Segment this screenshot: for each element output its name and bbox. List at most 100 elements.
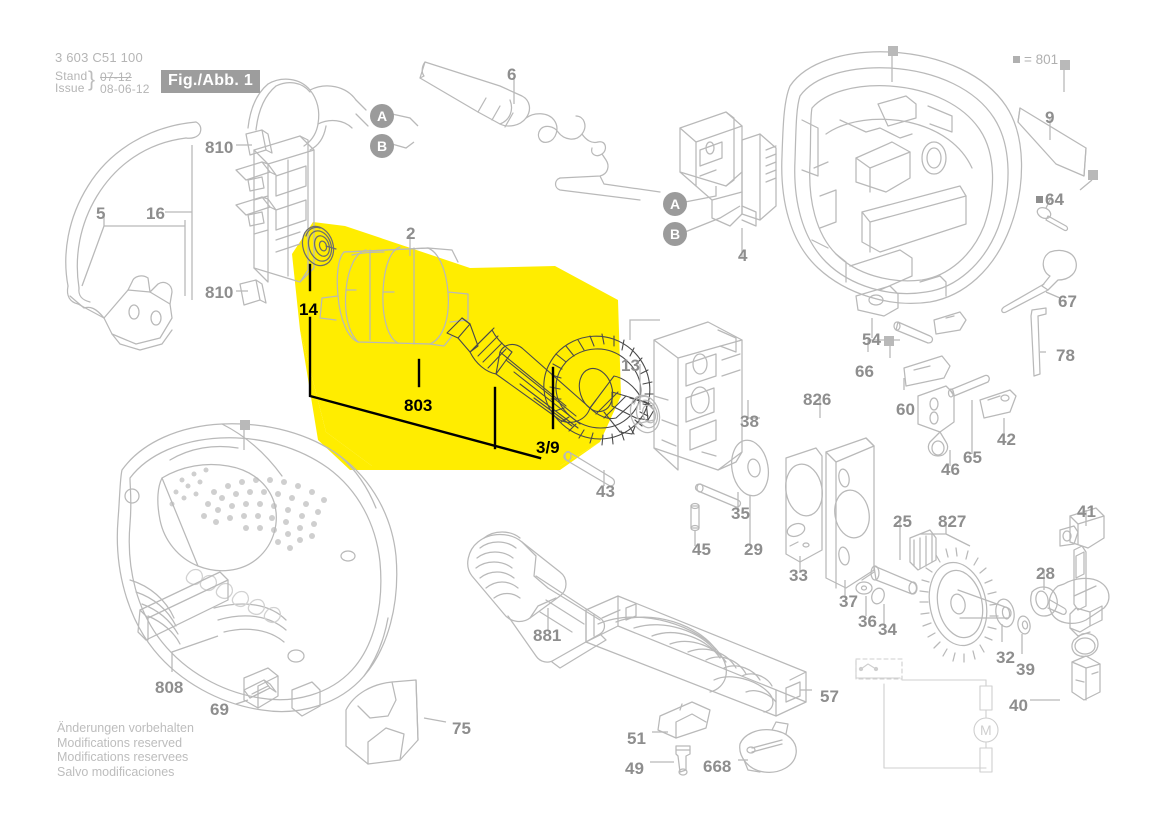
- part-54-cover: [855, 285, 899, 317]
- part-29-washer: [730, 439, 770, 497]
- part-label-35: 35: [731, 504, 750, 523]
- part-43-pin: [563, 450, 616, 487]
- part-label-13: 13: [621, 356, 640, 375]
- part-label-33: 33: [789, 566, 808, 585]
- part-label-40: 40: [1009, 696, 1028, 715]
- part-label-65: 65: [963, 448, 982, 467]
- part-label-57: 57: [820, 687, 839, 706]
- part-32-washer: [995, 598, 1015, 628]
- part-808-cover-strip: [137, 571, 229, 641]
- part-46-lever: [917, 385, 955, 457]
- part-label-66: 66: [855, 362, 874, 381]
- disclaimer-text: Änderungen vorbehalten Modifications res…: [57, 721, 194, 779]
- part-36-washer: [871, 587, 885, 605]
- part-square-marker-66: [884, 336, 894, 346]
- part-label-28: 28: [1036, 564, 1055, 583]
- part-label-810a: 810: [205, 138, 234, 157]
- part-label-46: 46: [941, 460, 960, 479]
- part-square-marker-housing-3: [1060, 60, 1070, 70]
- part-49-screw: [675, 745, 691, 776]
- part-4-switch: [679, 111, 777, 227]
- part-51-insert: [657, 701, 711, 739]
- part-69-screw: [243, 679, 277, 699]
- part-square-marker-housing: [888, 46, 898, 56]
- part-803-armature: [446, 317, 655, 446]
- part-78-allen-key: [1030, 307, 1047, 377]
- part-switch-wiring: [247, 78, 369, 151]
- legend-text: = 801: [1024, 52, 1059, 67]
- figure-badge: Fig./Abb. 1: [161, 70, 261, 93]
- part-leader-lines: [81, 56, 1093, 763]
- part-label-6: 6: [507, 65, 517, 84]
- part-label-69: 69: [210, 700, 229, 719]
- part-label-42: 42: [997, 430, 1016, 449]
- part-label-881: 881: [533, 626, 562, 645]
- part-57-base-plate: [585, 595, 807, 717]
- part-39-washer: [1017, 615, 1031, 635]
- part-label-803: 803: [404, 396, 433, 415]
- part-35-pin: [694, 483, 742, 508]
- part-65-pin: [947, 374, 990, 398]
- part-label-32: 32: [996, 648, 1015, 667]
- part-45-pin: [690, 502, 700, 532]
- document-number: 3 603 C51 100: [55, 50, 143, 65]
- callout-marker-b-switch-right: B: [663, 222, 687, 246]
- callout-marker-a-switch-left: A: [370, 104, 394, 128]
- part-label-41: 41: [1077, 502, 1096, 521]
- part-label-827: 827: [938, 512, 967, 531]
- callout-marker-a-switch-right: A: [663, 192, 687, 216]
- part-housing-shell-left: [116, 423, 398, 717]
- part-label-60: 60: [896, 400, 915, 419]
- part-label-810b: 810: [205, 283, 234, 302]
- part-881-blower: [467, 531, 607, 669]
- part-label-38: 38: [740, 412, 759, 431]
- part-28-bushing: [1030, 586, 1067, 617]
- part-75-cover: [345, 679, 419, 765]
- part-810-brush-holder-lower: [239, 279, 267, 306]
- part-label-34: 34: [878, 620, 897, 639]
- date-brace: }: [88, 68, 96, 91]
- legend-square-marker: = 801: [1013, 52, 1058, 67]
- issue-label: Issue: [55, 81, 85, 95]
- part-6-cord-grip: [419, 61, 661, 201]
- part-label-37: 37: [839, 592, 858, 611]
- part-2-stator: [319, 246, 469, 347]
- part-66-rod: [893, 321, 934, 344]
- wiring-schematic: [855, 658, 999, 773]
- part-power-cord: [65, 121, 202, 351]
- part-label-43: 43: [596, 482, 615, 501]
- part-16-switch-assembly: [235, 135, 315, 283]
- part-label-29: 29: [744, 540, 763, 559]
- part-label-9: 9: [1045, 108, 1055, 127]
- part-label-67: 67: [1058, 292, 1077, 311]
- part-38-plate: [825, 437, 875, 589]
- part-label-4: 4: [738, 246, 748, 265]
- part-label-64: 64: [1036, 190, 1064, 210]
- part-827-gear: [909, 529, 1012, 663]
- part-label-16: 16: [146, 204, 165, 223]
- part-label-45: 45: [692, 540, 711, 559]
- part-label-51: 51: [627, 729, 646, 748]
- part-668-insert: [739, 721, 797, 773]
- part-label-5: 5: [96, 204, 106, 223]
- part-60-clip: [903, 355, 951, 387]
- part-14-bearing: [301, 225, 337, 267]
- part-37-washer: [855, 581, 873, 595]
- part-label-36: 36: [858, 612, 877, 631]
- part-label-75: 75: [452, 719, 471, 738]
- part-label-668: 668: [703, 757, 732, 776]
- date-superseded: 07-12: [100, 70, 132, 84]
- motor-symbol: M: [980, 722, 992, 738]
- part-40-blade-holder: [1048, 545, 1110, 701]
- part-label-14: 14: [299, 300, 318, 319]
- highlight-leader-lines: [308, 263, 555, 460]
- part-label-49: 49: [625, 759, 644, 778]
- part-25-shaft: [870, 565, 918, 595]
- part-label-808: 808: [155, 678, 184, 697]
- part-square-marker-housing-2: [1088, 170, 1098, 180]
- part-67-knob: [1001, 249, 1077, 314]
- part-label-39: 39: [1016, 660, 1035, 679]
- date-current: 08-06-12: [100, 82, 150, 96]
